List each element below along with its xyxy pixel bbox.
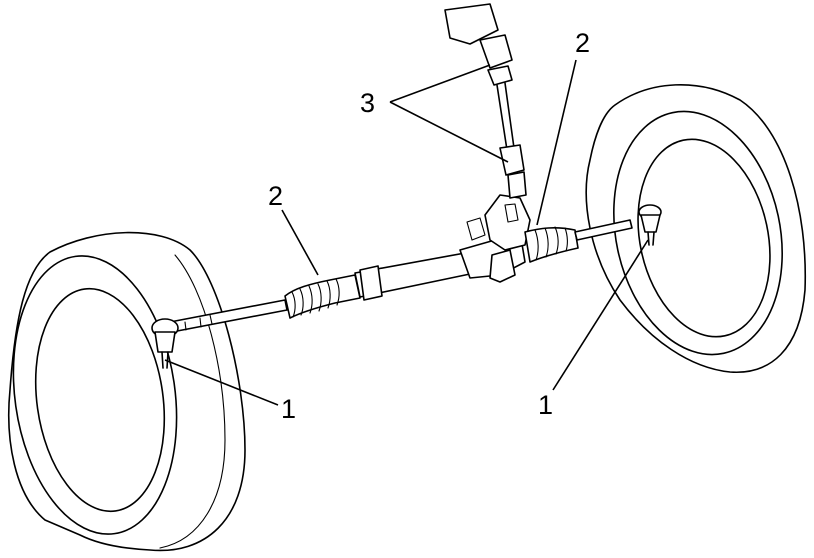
- leader-1-right: [552, 239, 649, 391]
- leader-3-upper: [389, 64, 491, 103]
- leader-2-right: [536, 59, 577, 226]
- leader-1-left: [164, 359, 279, 406]
- leader-3-lower: [389, 101, 509, 163]
- callout-3: 3: [360, 88, 375, 118]
- leader-2-left: [281, 209, 319, 276]
- tie-rod-end-right-part: [638, 204, 662, 246]
- callout-1-left: 1: [281, 394, 296, 424]
- steering-rack: [169, 194, 633, 333]
- leader-lines: [164, 59, 649, 406]
- intermediate-shaft-part: [444, 3, 527, 199]
- callout-2-right: 2: [575, 28, 590, 58]
- callout-2-left: 2: [268, 181, 283, 211]
- callout-labels: 1 1 2 2 3: [268, 28, 590, 424]
- tie-rod-end-left-part: [151, 318, 179, 369]
- right-wheel: [585, 84, 807, 373]
- callout-1-right: 1: [538, 390, 553, 420]
- left-wheel: [7, 231, 246, 552]
